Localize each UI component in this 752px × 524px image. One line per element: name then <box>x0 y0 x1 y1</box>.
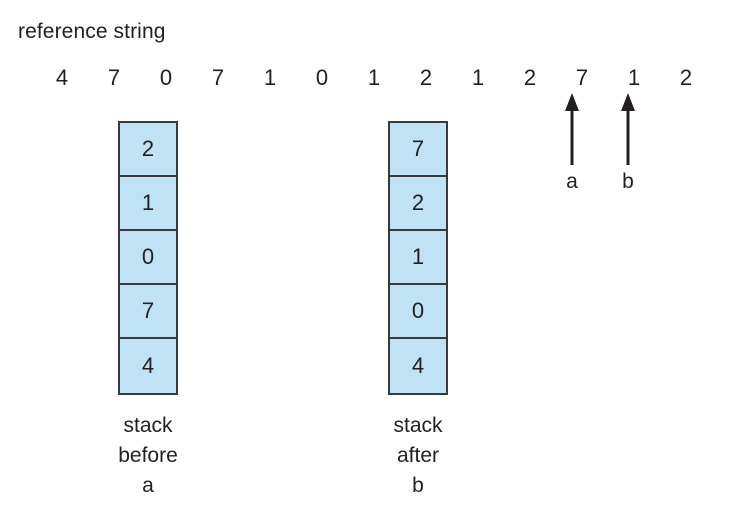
reference-digit: 4 <box>55 65 69 90</box>
pointer-b: b <box>608 93 648 195</box>
reference-digit: 2 <box>419 65 433 90</box>
reference-digit: 7 <box>107 65 121 90</box>
stack-cell: 0 <box>120 231 176 285</box>
reference-digit: 2 <box>679 65 693 90</box>
caption-line: after <box>396 444 440 467</box>
pointer-b-label: b <box>622 170 634 193</box>
stack-before: 2 1 0 7 4 <box>118 121 178 395</box>
stack-cell: 7 <box>120 285 176 339</box>
stack-after-caption: stack after b <box>328 411 508 501</box>
reference-digit: 1 <box>367 65 381 90</box>
stack-cell: 7 <box>390 123 446 177</box>
pointer-a: a <box>552 93 592 195</box>
reference-digit: 7 <box>211 65 225 90</box>
reference-digit: 0 <box>159 65 173 90</box>
stack-before-caption: stack before a <box>58 411 238 501</box>
caption-line: stack <box>393 414 443 437</box>
reference-digit: 2 <box>523 65 537 90</box>
up-arrow-icon <box>621 93 635 165</box>
stack-cell: 1 <box>390 231 446 285</box>
caption-line: a <box>142 474 154 497</box>
reference-digit: 1 <box>471 65 485 90</box>
reference-digit: 1 <box>627 65 641 90</box>
up-arrow-icon <box>565 93 579 165</box>
caption-line: b <box>412 474 424 497</box>
stack-cell: 0 <box>390 285 446 339</box>
reference-string-row: 4 7 0 7 1 0 1 2 1 2 7 1 2 <box>0 64 752 94</box>
caption-line: before <box>118 444 178 467</box>
caption-line: stack <box>123 414 173 437</box>
reference-digit: 0 <box>315 65 329 90</box>
stack-cell: 2 <box>390 177 446 231</box>
stack-cell: 1 <box>120 177 176 231</box>
reference-digit: 7 <box>575 65 589 90</box>
stack-cell: 2 <box>120 123 176 177</box>
page-title: reference string <box>18 20 166 43</box>
stack-cell: 4 <box>390 339 446 393</box>
reference-digit: 1 <box>263 65 277 90</box>
pointer-a-label: a <box>566 170 578 193</box>
stack-after: 7 2 1 0 4 <box>388 121 448 395</box>
stack-cell: 4 <box>120 339 176 393</box>
